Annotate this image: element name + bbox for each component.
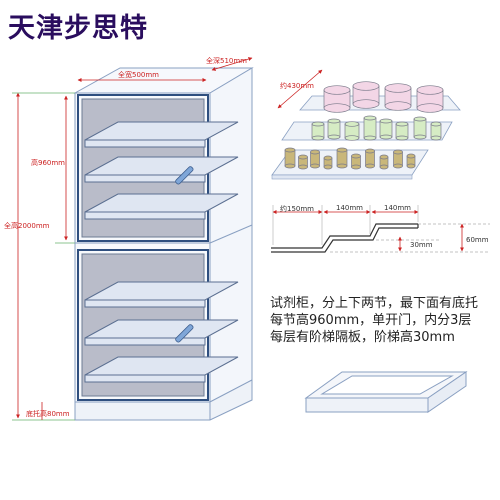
base-tray (304, 371, 468, 413)
bottle (406, 153, 416, 169)
lower-door-handle (175, 324, 194, 343)
bottle (327, 118, 341, 140)
bottle (352, 81, 380, 109)
step-label-second: 140mm (336, 204, 363, 212)
upper-shelves (84, 121, 239, 220)
shelf-depth-label: 约430mm (280, 81, 314, 90)
bottles-large (323, 81, 444, 113)
bottle (379, 118, 393, 140)
step-height-label: 30mm (410, 241, 433, 249)
bottle (393, 149, 403, 169)
width-label: 全宽500mm (118, 70, 159, 79)
bottle (413, 116, 427, 140)
bottle (311, 121, 325, 141)
description-line-3: 每层有阶梯隔板，阶梯高30mm (270, 330, 455, 345)
bottle (416, 85, 444, 113)
bottles-small (284, 147, 416, 170)
section-height-label: 高960mm (31, 158, 65, 167)
total-height-label: 全高2000mm (4, 221, 50, 230)
bottle (379, 154, 389, 170)
bottle (395, 121, 409, 141)
bottle (363, 115, 377, 141)
bottles-medium (311, 115, 442, 141)
bottle (384, 83, 412, 111)
bottle (284, 147, 296, 169)
bottle (344, 121, 360, 141)
shelf-depth-arrow (277, 69, 323, 109)
step-label-third: 140mm (384, 204, 411, 212)
step-label-first: 约150mm (280, 204, 314, 213)
bottle (351, 153, 361, 170)
bottle (336, 147, 348, 169)
depth-label: 全深510mm (206, 56, 247, 65)
bottle (323, 155, 333, 170)
bottle (365, 148, 375, 169)
step-total-height-label: 60mm (466, 236, 489, 244)
bottle (310, 149, 320, 169)
bottle (430, 121, 442, 141)
upper-door-handle (175, 166, 194, 185)
description-line-1: 试剂柜，分上下两节，最下面有底托 (270, 296, 479, 311)
bottle (323, 85, 351, 113)
lower-shelves (84, 281, 239, 383)
brand-logo: 天津步思特 (8, 13, 148, 44)
dimension-lines (12, 57, 253, 421)
description-line-2: 每节高960mm，单开门，内分3层 (270, 313, 472, 328)
step-profile (271, 205, 490, 253)
bottle (298, 154, 308, 170)
base-height-label: 底托高80mm (26, 409, 70, 418)
